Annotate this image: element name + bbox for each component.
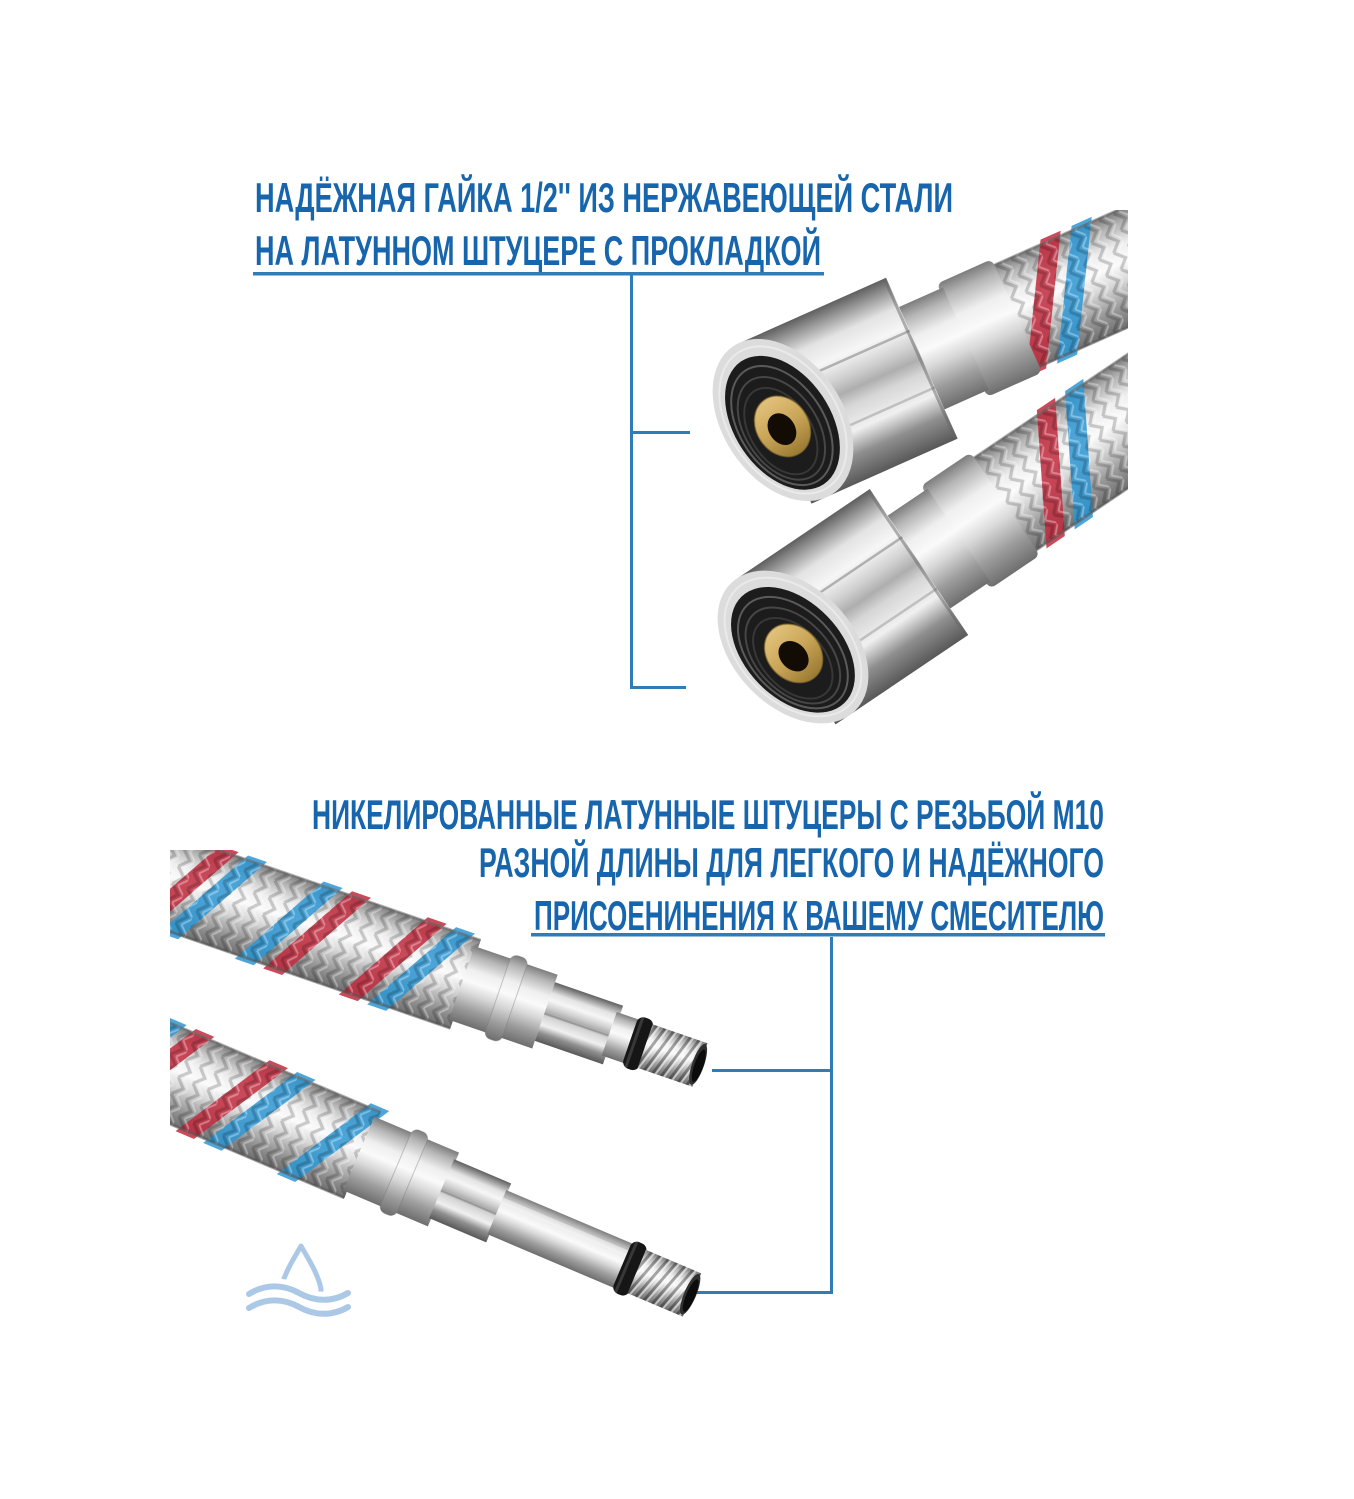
wave-icon-1: [246, 1283, 351, 1303]
callout-top-vertical-line: [630, 274, 633, 689]
o-ring-short: [623, 1017, 653, 1071]
hex-section-long: [429, 1159, 512, 1243]
nut-face-lower: [717, 570, 869, 724]
photo-hoses-with-fittings: [170, 850, 708, 1317]
headline-top-line1: НАДЁЖНАЯ ГАЙКА 1/2'' ИЗ НЕРЖАВЕЮЩЕЙ СТАЛ…: [255, 173, 953, 221]
braided-hose-lower: [968, 225, 1128, 555]
headline-middle-line2: РАЗНОЙ ДЛИНЫ ДЛЯ ЛЕГКОГО И НАДЁЖНОГО: [479, 838, 1104, 886]
fitting-assembly-long: [170, 953, 702, 1317]
collar-ridge-long: [379, 1129, 429, 1216]
headline-middle-underline: [531, 933, 1105, 937]
crimp-collar-lower: [923, 454, 1038, 587]
shaft-short: [601, 1011, 644, 1065]
nut-face-upper: [712, 338, 854, 502]
hex-section-short: [534, 982, 624, 1065]
water-drop-waves-logo-icon: [241, 1243, 356, 1321]
headline-middle-line3: ПРИСОЕНИНЕНИЯ К ВАШЕМУ СМЕСИТЕЛЮ: [534, 892, 1104, 939]
headline-top-underline: [253, 272, 824, 276]
photo-hoses-with-nuts: [712, 210, 1128, 725]
headline-top: НАДЁЖНАЯ ГАЙКА 1/2'' ИЗ НЕРЖАВЕЮЩЕЙ СТАЛ…: [253, 173, 953, 276]
headline-middle-line1: НИКЕЛИРОВАННЫЕ ЛАТУННЫЕ ШТУЦЕРЫ С РЕЗЬБО…: [312, 790, 1104, 838]
headline-top-line2: НА ЛАТУННОМ ШТУЦЕРЕ С ПРОКЛАДКОЙ: [255, 226, 821, 274]
o-ring-long: [613, 1241, 647, 1296]
shaft-long: [487, 1190, 637, 1290]
callout-bottom-tick-short-fitting: [712, 1069, 833, 1072]
callout-bottom-tick-long-fitting: [694, 1291, 833, 1294]
nut-neck-upper: [895, 287, 989, 411]
hose-assembly-lower: [717, 225, 1128, 725]
nut-neck-lower: [884, 488, 991, 611]
crimp-collar-upper: [938, 261, 1041, 395]
braided-hose-upper: [988, 210, 1128, 378]
braided-hose-long-fitting: [170, 953, 390, 1200]
callout-top-tick-lower-nut: [630, 686, 686, 689]
headline-middle: НИКЕЛИРОВАННЫЕ ЛАТУННЫЕ ШТУЦЕРЫ С РЕЗЬБО…: [312, 790, 1105, 939]
collar-ridge-short: [484, 955, 528, 1042]
callout-bottom-vertical-line: [830, 937, 833, 1294]
wave-icon-2: [246, 1297, 351, 1317]
fitting-assembly-short: [170, 850, 708, 1087]
braided-hose-short-fitting: [170, 850, 482, 1030]
callout-top-tick-upper-nut: [630, 431, 690, 434]
hose-assembly-upper: [712, 210, 1128, 504]
hex-nut-body-lower: [737, 489, 969, 725]
